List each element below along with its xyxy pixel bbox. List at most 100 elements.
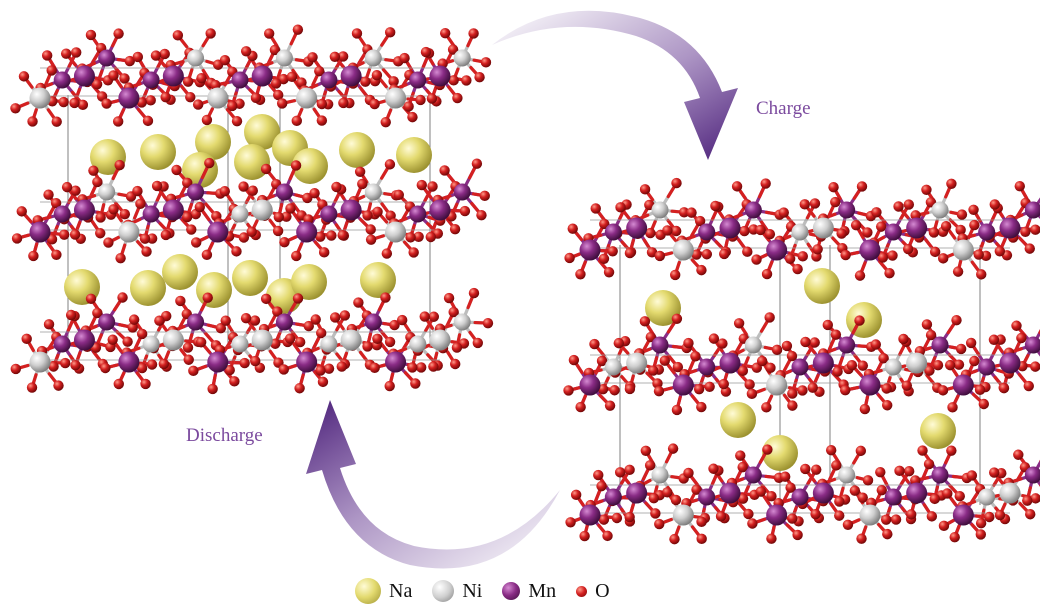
o-atom — [250, 92, 262, 104]
o-atom — [450, 358, 461, 370]
o-atom — [603, 267, 615, 278]
o-atom — [459, 205, 471, 217]
o-atom — [403, 101, 414, 112]
o-atom — [415, 362, 427, 373]
ni-atom — [251, 199, 273, 221]
o-atom — [718, 378, 729, 390]
o-atom — [472, 337, 483, 349]
na-atom — [244, 114, 280, 150]
o-atom — [323, 363, 335, 374]
o-atom — [988, 334, 1000, 345]
o-atom — [1013, 449, 1024, 460]
o-atom — [812, 244, 823, 255]
o-atom — [994, 246, 1006, 257]
o-atom — [150, 50, 162, 61]
ni-atom — [744, 336, 762, 354]
mn-atom — [320, 205, 338, 223]
mn-atom — [838, 336, 856, 354]
o-atom — [65, 309, 77, 321]
mn-atom — [604, 223, 622, 241]
o-atom — [43, 319, 55, 330]
o-atom — [809, 337, 820, 348]
o-atom — [671, 313, 683, 325]
o-atom — [929, 493, 940, 505]
ni-atom — [978, 488, 996, 506]
na-atom — [162, 254, 198, 290]
o-atom — [61, 181, 73, 193]
o-atom — [951, 314, 962, 326]
o-atom — [260, 163, 272, 175]
o-atom — [1016, 332, 1027, 344]
mn-atom — [142, 205, 160, 223]
mn-atom — [53, 335, 71, 353]
charged-metal-layer-bottom — [565, 443, 1040, 545]
o-atom — [862, 475, 874, 486]
legend-item-mn: Mn — [502, 580, 556, 603]
o-atom — [659, 355, 670, 366]
o-atom — [696, 533, 707, 545]
o-atom — [329, 51, 341, 63]
ni-atom — [231, 205, 249, 223]
ni-atom — [906, 352, 928, 374]
o-atom — [292, 293, 304, 304]
o-atom — [811, 464, 822, 475]
o-atom — [690, 351, 701, 362]
ni-atom — [231, 335, 249, 353]
mn-atom — [884, 223, 902, 241]
o-atom — [669, 533, 680, 545]
o-atom — [969, 219, 980, 231]
o-atom — [787, 400, 798, 411]
o-atom — [590, 203, 601, 214]
o-atom — [451, 342, 463, 353]
o-atom — [482, 317, 494, 329]
o-atom — [278, 364, 290, 375]
ni-atom — [651, 466, 669, 484]
o-atom — [955, 343, 967, 355]
ni-atom — [409, 335, 427, 353]
o-atom — [669, 269, 681, 281]
na-atom — [396, 137, 432, 173]
o-atom — [294, 383, 305, 394]
ni-atom — [364, 49, 382, 67]
o-atom — [18, 71, 30, 82]
ni-atom-icon — [432, 580, 455, 602]
o-atom — [871, 207, 882, 218]
o-atom — [315, 365, 326, 376]
o-atom — [369, 362, 380, 374]
ni-atom — [275, 49, 293, 67]
o-atom — [315, 231, 326, 242]
ni-atom — [952, 239, 974, 261]
o-atom — [654, 250, 666, 262]
o-atom — [273, 211, 284, 223]
mn-atom — [453, 183, 471, 201]
o-atom — [696, 264, 707, 276]
o-atom — [474, 71, 485, 83]
mn-atom — [698, 358, 716, 376]
o-atom — [124, 55, 135, 67]
o-atom — [840, 385, 851, 396]
o-atom — [46, 65, 57, 76]
o-atom — [614, 467, 626, 478]
ni-atom — [626, 352, 648, 374]
o-atom — [362, 210, 373, 221]
mn-atom — [118, 87, 140, 109]
o-atom — [615, 202, 626, 213]
o-atom — [468, 287, 480, 299]
o-atom — [691, 249, 702, 260]
o-atom — [112, 116, 124, 127]
o-atom — [113, 28, 124, 39]
o-atom — [246, 226, 257, 238]
o-atom — [372, 206, 383, 217]
o-atom — [1024, 243, 1035, 254]
o-atom — [647, 365, 659, 376]
mn-atom — [978, 358, 996, 376]
o-atom — [296, 77, 307, 88]
o-atom — [146, 359, 158, 370]
o-atom — [785, 482, 796, 493]
o-atom — [286, 71, 298, 83]
o-atom — [181, 211, 193, 223]
o-atom — [240, 313, 252, 324]
o-atom — [857, 492, 868, 503]
o-atom — [415, 94, 426, 106]
